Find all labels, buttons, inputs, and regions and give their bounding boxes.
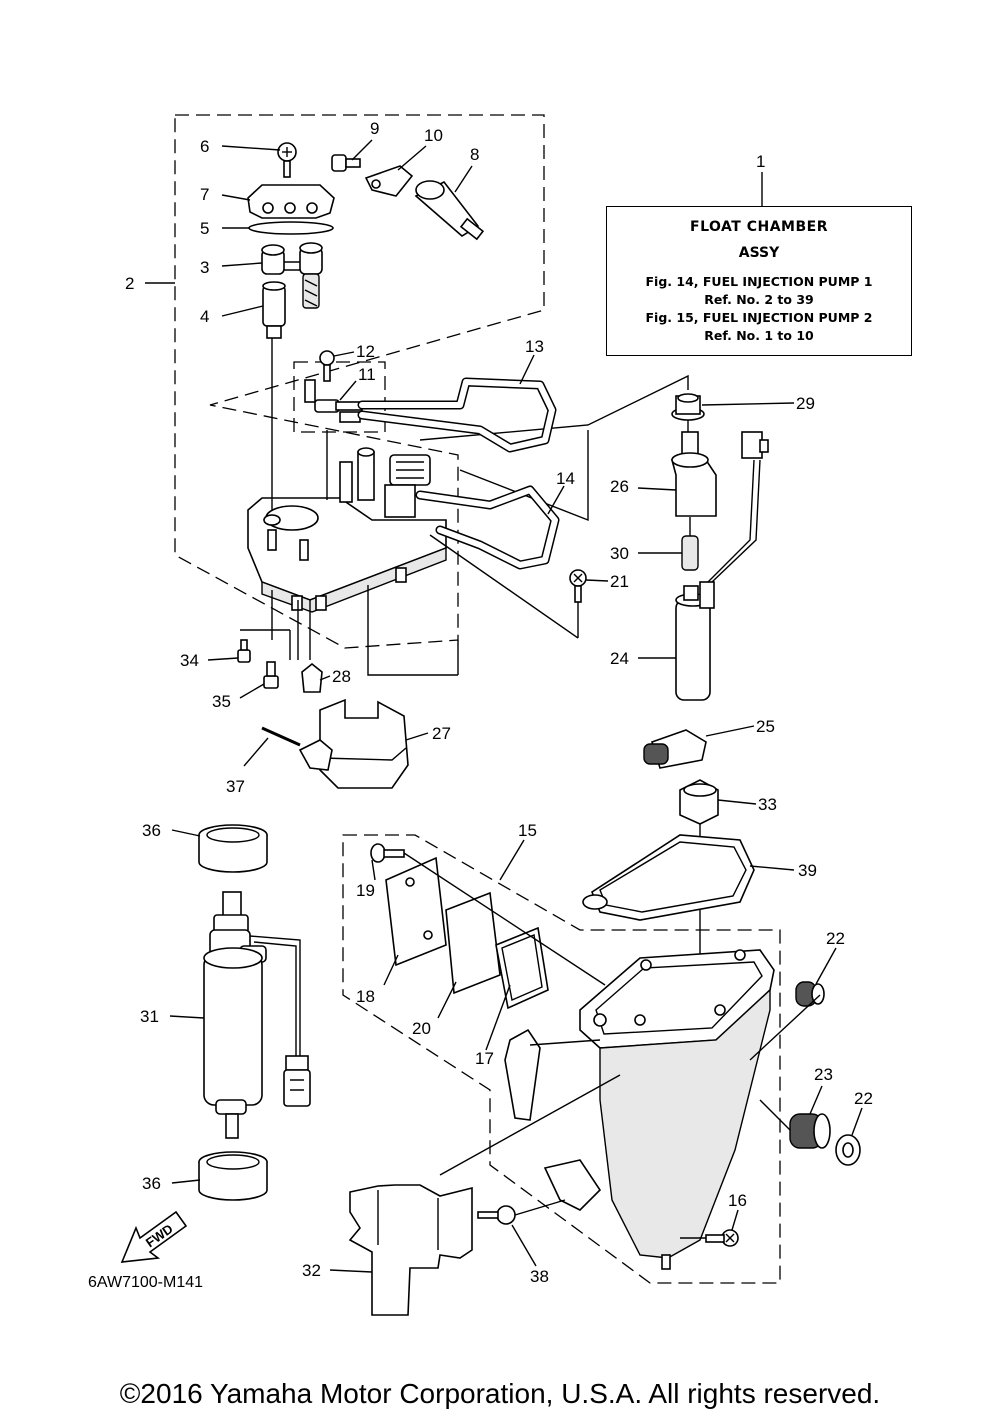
part-17-seal [495, 926, 549, 1010]
part-35-bolt [263, 661, 279, 689]
callout-39: 39 [798, 861, 817, 880]
callout-25: 25 [756, 717, 775, 736]
callout-36b: 36 [142, 1174, 161, 1193]
part-13-hose [357, 377, 557, 453]
callout-7: 7 [200, 185, 209, 204]
reference-subtitle: ASSY [738, 245, 780, 261]
callout-26: 26 [610, 477, 629, 496]
float-chamber-body [579, 949, 775, 1270]
part-34-bolt [237, 639, 251, 663]
callout-10: 10 [424, 126, 443, 145]
callout-16: 16 [728, 1191, 747, 1210]
part-6-screw [277, 142, 297, 178]
callout-4: 4 [200, 307, 209, 326]
part-18-plate [385, 856, 447, 967]
part-24-fuel-pump [675, 431, 769, 701]
callout-20: 20 [412, 1019, 431, 1038]
callout-9: 9 [370, 119, 379, 138]
callout-28: 28 [332, 667, 351, 686]
callout-23: 23 [814, 1065, 833, 1084]
callout-27: 27 [432, 724, 451, 743]
copyright-notice: ©2016 Yamaha Motor Corporation, U.S.A. A… [119, 1378, 881, 1409]
part-14-hose [415, 485, 560, 570]
callout-2: 2 [125, 274, 134, 293]
part-36-ring-top [198, 824, 268, 873]
pump-holder-base [247, 447, 447, 613]
reference-fig-15: Fig. 15, FUEL INJECTION PUMP 2 [645, 310, 873, 325]
fwd-arrow-icon: FWD [120, 1210, 188, 1263]
callout-21: 21 [610, 572, 629, 591]
float-chamber-bracket [504, 1028, 602, 1211]
callout-leaders [145, 139, 863, 1273]
part-16-screw [705, 1229, 739, 1247]
callout-6: 6 [200, 137, 209, 156]
callout-8: 8 [470, 145, 479, 164]
callout-32: 32 [302, 1261, 321, 1280]
part-31-fuel-pump [203, 891, 311, 1139]
callout-36a: 36 [142, 821, 161, 840]
part-22-grommet-top [795, 981, 825, 1007]
diagram-code: 6AW7100-M141 [88, 1274, 204, 1291]
part-8-sensor [414, 180, 485, 241]
callout-1: 1 [756, 152, 765, 171]
part-21-screw [569, 569, 587, 603]
callout-14: 14 [556, 469, 575, 488]
part-37-pin [261, 726, 301, 747]
callout-13: 13 [525, 337, 544, 356]
reference-ref-14: Ref. No. 2 to 39 [704, 292, 814, 307]
part-4-plug [262, 281, 286, 339]
callout-29: 29 [796, 394, 815, 413]
callout-24: 24 [610, 649, 629, 668]
callout-37: 37 [226, 777, 245, 796]
part-11-joint [304, 379, 363, 423]
callout-17: 17 [475, 1049, 494, 1068]
callout-12: 12 [356, 342, 375, 361]
callout-34: 34 [180, 651, 199, 670]
part-33-holder [679, 779, 719, 825]
callout-15: 15 [518, 821, 537, 840]
part-7-cover [247, 184, 335, 219]
part-38-bolt [477, 1205, 516, 1225]
callout-3: 3 [200, 258, 209, 277]
part-27-cover [298, 698, 409, 789]
part-3-holder [261, 242, 323, 309]
part-32-bracket [348, 1184, 473, 1316]
part-25-strainer [643, 729, 707, 769]
reference-box: FLOAT CHAMBER ASSY Fig. 14, FUEL INJECTI… [606, 206, 912, 356]
part-22-grommet-bottom [835, 1134, 861, 1166]
assembly-boundary-2 [174, 114, 545, 649]
assembly-boundary-15 [342, 834, 781, 1284]
callout-11: 11 [358, 365, 376, 384]
part-39-gasket [582, 834, 755, 921]
callout-38: 38 [530, 1267, 549, 1286]
callout-35: 35 [212, 692, 231, 711]
reference-fig-14: Fig. 14, FUEL INJECTION PUMP 1 [645, 274, 873, 289]
part-19-screw [370, 843, 405, 863]
callouts: 1 2 3 4 5 6 7 8 9 10 11 12 13 14 15 16 1… [125, 119, 873, 1286]
part-10-clamp [364, 165, 414, 197]
callout-5: 5 [200, 219, 209, 238]
part-26-filter-cap [670, 431, 717, 517]
part-28-plug [301, 662, 323, 693]
part-30-damper [681, 535, 699, 571]
part-9-bolt [331, 154, 361, 172]
part-23-damper [789, 1113, 831, 1149]
part-29-grommet [671, 393, 705, 421]
part-36-ring-bottom [198, 1151, 268, 1201]
assembly-boundary-11-12 [293, 361, 386, 433]
callout-18: 18 [356, 987, 375, 1006]
part-5-gasket [248, 221, 334, 235]
reference-ref-15: Ref. No. 1 to 10 [704, 328, 814, 343]
part-20-gasket [445, 891, 501, 995]
callout-33: 33 [758, 795, 777, 814]
callout-19: 19 [356, 881, 375, 900]
reference-title: FLOAT CHAMBER [690, 219, 828, 235]
callout-22b: 22 [854, 1089, 873, 1108]
part-12-screw [319, 350, 335, 382]
callout-30: 30 [610, 544, 629, 563]
callout-31: 31 [140, 1007, 159, 1026]
callout-22a: 22 [826, 929, 845, 948]
